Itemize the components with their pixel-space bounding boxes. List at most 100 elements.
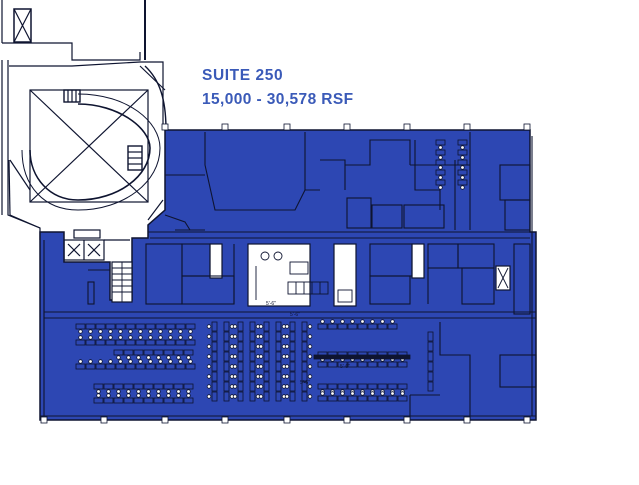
workstation-desk-icon — [427, 361, 434, 372]
workstation-desk-icon — [284, 331, 296, 342]
column-marker — [523, 123, 531, 131]
workstation-desk-icon — [75, 359, 86, 370]
workstation-desk-icon — [125, 323, 136, 334]
workstation-desk-icon — [301, 391, 313, 402]
workstation-desk-icon — [275, 351, 287, 362]
workstation-desk-icon — [155, 359, 166, 370]
workstation-desk-icon — [301, 351, 313, 362]
workstation-desk-icon — [427, 371, 434, 382]
workstation-desk-icon — [95, 359, 106, 370]
workstation-desk-icon — [232, 381, 244, 392]
workstation-desk-icon — [206, 371, 218, 382]
workstation-desk-icon — [435, 179, 446, 190]
workstation-desk-icon — [95, 323, 106, 334]
workstation-desk-icon — [115, 323, 126, 334]
workstation-desk-icon — [206, 351, 218, 362]
workstation-desk-icon — [327, 319, 338, 330]
workstation-desk-icon — [155, 335, 166, 346]
workstation-desk-icon — [133, 349, 144, 360]
column-marker — [523, 416, 531, 424]
workstation-desk-icon — [427, 331, 434, 342]
workstation-desk-icon — [284, 361, 296, 372]
workstation-desk-icon — [457, 139, 468, 150]
workstation-desk-icon — [327, 391, 338, 402]
workstation-desk-icon — [175, 323, 186, 334]
column-marker — [343, 416, 351, 424]
workstation-desk-icon — [258, 371, 270, 382]
workstation-desk-icon — [206, 331, 218, 342]
workstation-desk-icon — [387, 391, 398, 402]
workstation-desk-icon — [135, 335, 146, 346]
workstation-desk-icon — [85, 323, 96, 334]
workstation-desk-icon — [183, 393, 194, 404]
suite-area: 15,000 - 30,578 RSF — [202, 91, 354, 108]
workstation-desk-icon — [275, 381, 287, 392]
workstation-desk-icon — [317, 319, 328, 330]
column-marker — [221, 416, 229, 424]
core-details — [112, 251, 509, 303]
structural-columns — [40, 123, 531, 424]
workstation-desk-icon — [258, 351, 270, 362]
dimension-label: 5'-6" — [290, 312, 300, 318]
workstation-desk-icon — [115, 359, 126, 370]
workstation-desk-icon — [133, 393, 144, 404]
workstation-desk-icon — [232, 371, 244, 382]
workstation-desk-icon — [457, 179, 468, 190]
workstation-desk-icon — [232, 391, 244, 402]
workstation-desk-icon — [427, 341, 434, 352]
workstation-clusters — [75, 139, 468, 404]
bench-divider — [313, 354, 411, 360]
workstation-desk-icon — [113, 393, 124, 404]
workstation-desk-icon — [284, 371, 296, 382]
workstation-desk-icon — [173, 393, 184, 404]
workstation-desk-icon — [206, 391, 218, 402]
workstation-desk-icon — [367, 391, 378, 402]
workstation-desk-icon — [284, 321, 296, 332]
workstation-desk-icon — [301, 381, 313, 392]
workstation-desk-icon — [85, 335, 96, 346]
column-marker — [343, 123, 351, 131]
workstation-desk-icon — [317, 391, 328, 402]
workstation-desk-icon — [165, 323, 176, 334]
workstation-desk-icon — [232, 321, 244, 332]
workstation-desk-icon — [258, 381, 270, 392]
workstation-desk-icon — [301, 321, 313, 332]
workstation-desk-icon — [249, 391, 261, 402]
column-marker — [463, 123, 471, 131]
workstation-desk-icon — [258, 391, 270, 402]
workstation-desk-icon — [183, 383, 194, 394]
workstation-desk-icon — [95, 335, 106, 346]
workstation-desk-icon — [357, 391, 368, 402]
workstation-desk-icon — [135, 359, 146, 370]
workstation-desk-icon — [153, 393, 164, 404]
workstation-desk-icon — [103, 393, 114, 404]
workstation-desk-icon — [85, 359, 96, 370]
workstation-desk-icon — [173, 349, 184, 360]
workstation-desk-icon — [301, 371, 313, 382]
workstation-desk-icon — [457, 159, 468, 170]
workstation-desk-icon — [258, 331, 270, 342]
column-marker — [403, 123, 411, 131]
workstation-desk-icon — [155, 323, 166, 334]
workstation-desk-icon — [301, 341, 313, 352]
suite-title: SUITE 250 — [202, 67, 284, 84]
workstation-desk-icon — [113, 349, 124, 360]
workstation-desk-icon — [223, 321, 235, 332]
workstation-desk-icon — [232, 331, 244, 342]
workstation-desk-icon — [249, 361, 261, 372]
workstation-desk-icon — [123, 393, 134, 404]
workstation-desk-icon — [284, 351, 296, 362]
workstation-desk-icon — [93, 393, 104, 404]
workstation-desk-icon — [397, 391, 408, 402]
workstation-desk-icon — [377, 391, 388, 402]
workstation-desk-icon — [284, 341, 296, 352]
workstation-desk-icon — [337, 391, 348, 402]
workstation-desk-icon — [357, 319, 368, 330]
workstation-desk-icon — [165, 359, 176, 370]
workstation-desk-icon — [185, 359, 196, 370]
workstation-desk-icon — [105, 335, 116, 346]
workstation-desk-icon — [145, 323, 156, 334]
workstation-desk-icon — [143, 349, 154, 360]
workstation-desk-icon — [185, 335, 196, 346]
dimension-label: 5'-6" — [266, 301, 276, 307]
